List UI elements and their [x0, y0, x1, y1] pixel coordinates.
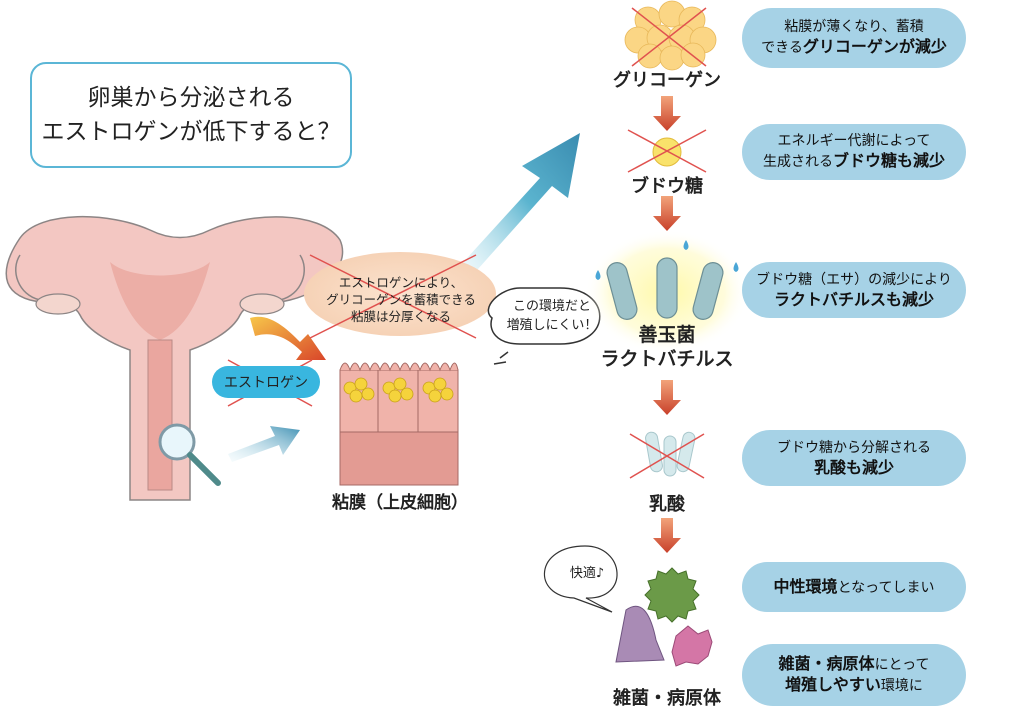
note-neutral: 中性環境となってしまい	[742, 562, 966, 612]
note-glycogen-line-2-pre: できる	[761, 40, 803, 56]
mucosa-note-oval	[304, 252, 496, 336]
title-box: 卵巣から分泌される エストロゲンが低下すると？	[30, 62, 352, 168]
down-arrows	[653, 96, 681, 553]
estrogen-pill: エストロゲン	[212, 366, 320, 398]
title-line-2: エストロゲンが低下すると？	[41, 119, 341, 145]
note-glucose-line-1: エネルギー代謝によって	[777, 133, 931, 149]
note-glucose-line-2-pre: 生成される	[762, 154, 833, 170]
label-lactobacillus-1: 善玉菌	[638, 324, 696, 346]
note-pathogen: 雑菌・病原体にとって 増殖しやすい環境に	[742, 644, 966, 706]
note-glycogen-line-2-bold: グリコーゲンが減少	[802, 37, 947, 56]
label-lactic-acid: 乳酸	[649, 494, 685, 515]
uterus-illustration	[5, 215, 344, 501]
note-lactic-line-1: ブドウ糖から分解される	[777, 440, 931, 456]
mucosa-illustration	[339, 362, 459, 486]
note-pathogen-line-1-rest: にとって	[874, 657, 930, 673]
estrogen-label: エストロゲン	[224, 375, 308, 391]
cross-marks-right	[627, 7, 707, 479]
speech-text: この環境だと 増殖しにくい！	[496, 297, 608, 335]
note-lactic-acid: ブドウ糖から分解される 乳酸も減少	[742, 430, 966, 486]
speech-line-2: 増殖しにくい！	[506, 318, 598, 333]
speech-line-1: この環境だと	[512, 299, 591, 314]
note-glucose: エネルギー代謝によって 生成されるブドウ糖も減少	[742, 124, 966, 180]
comfort-bubble	[544, 545, 618, 613]
label-glucose: ブドウ糖	[631, 176, 703, 197]
note-lactobacillus: ブドウ糖（エサ）の減少により ラクトバチルスも減少	[742, 262, 966, 318]
note-lactic-line-2: 乳酸も減少	[813, 458, 894, 477]
note-lacto-line-2: ラクトバチルスも減少	[773, 290, 934, 309]
arrow-to-mucosa	[228, 426, 300, 462]
mucosa-note: エストロゲンにより、 グリコーゲンを蓄積できる 粘膜は分厚くなる	[316, 274, 486, 325]
note-glycogen: 粘膜が薄くなり、蓄積 できるグリコーゲンが減少	[742, 8, 966, 68]
note-lacto-line-1: ブドウ糖（エサ）の減少により	[756, 272, 952, 288]
glucose-illustration	[652, 137, 682, 167]
lactobacillus-illustration	[585, 230, 749, 354]
big-arrow-up-right	[458, 133, 580, 278]
pathogen-illustration	[615, 567, 713, 667]
comfort-text: 快適♪	[569, 566, 605, 581]
note-neutral-bold: 中性環境	[773, 576, 838, 596]
label-lactobacillus-2: ラクトバチルス	[600, 348, 734, 370]
mucosa-note-line-1: エストロゲンにより、	[338, 275, 464, 290]
label-glycogen: グリコーゲン	[613, 70, 721, 91]
note-glucose-line-2-bold: ブドウ糖も減少	[832, 151, 945, 170]
note-glycogen-line-1: 粘膜が薄くなり、蓄積	[784, 19, 924, 35]
note-neutral-rest: となってしまい	[837, 579, 935, 596]
mucosa-note-line-2: グリコーゲンを蓄積できる	[326, 292, 476, 307]
note-pathogen-line-1-bold: 雑菌・病原体	[778, 654, 875, 673]
mucosa-caption: 粘膜（上皮細胞）	[332, 493, 468, 513]
mucosa-note-line-3: 粘膜は分厚くなる	[350, 309, 451, 324]
note-pathogen-line-2-bold: 増殖しやすい	[785, 675, 881, 694]
title-line-1: 卵巣から分泌される	[87, 85, 295, 111]
note-pathogen-line-2-rest: 環境に	[880, 678, 923, 694]
estrogen-flow-arrow	[250, 316, 326, 360]
label-pathogen: 雑菌・病原体	[613, 688, 721, 709]
glycogen-illustration	[624, 0, 717, 71]
